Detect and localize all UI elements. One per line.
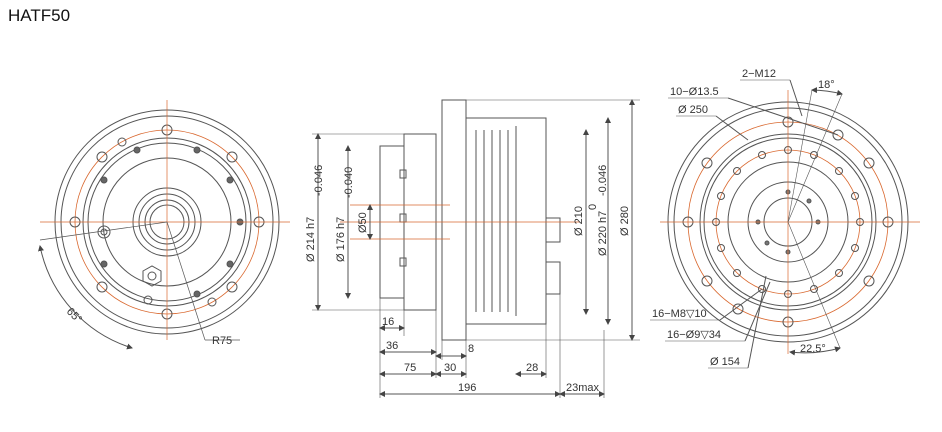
dia-214-tol: -0.046: [313, 165, 325, 196]
right-view: [650, 79, 920, 369]
dia-280-label: Ø 280: [619, 206, 631, 236]
dia-220-label: Ø 220 h7: [597, 211, 609, 256]
dim-8-label: 8: [468, 343, 474, 355]
dia-176-tol: -0.040: [343, 167, 355, 198]
dia-220-tol: -0.046: [597, 165, 609, 196]
dim-16-label: 16: [382, 316, 394, 328]
drawing-title: HATF50: [8, 6, 71, 25]
dia-154-label: Ø 154: [710, 356, 740, 368]
angle-22-label: 22.5°: [800, 343, 826, 355]
dia-210-label: Ø 210: [573, 206, 585, 236]
dim-75-label: 75: [404, 362, 416, 374]
angle-18-label: 18°: [818, 79, 835, 91]
dim-28-label: 28: [526, 362, 538, 374]
side-vertical-labels: Ø 214 h7 -0.046 Ø 176 h7 -0.040 Ø50 Ø 21…: [305, 165, 631, 262]
left-view: [38, 100, 290, 350]
dim-30-label: 30: [444, 362, 456, 374]
holes-16-label: 16−Ø9▽34: [667, 329, 721, 341]
dia-176-label: Ø 176 h7: [335, 217, 347, 262]
dim-196-label: 196: [458, 382, 476, 394]
dia-214-label: Ø 214 h7: [305, 217, 317, 262]
left-radius-label: R75: [212, 335, 232, 347]
dia-50-label: Ø50: [357, 212, 369, 233]
dia-250-label: Ø 250: [678, 104, 708, 116]
right-labels: 10−Ø13.5 2−M12 18° Ø 250 16−M8▽10 16−Ø9▽…: [652, 68, 835, 368]
left-angle-label: 65°: [64, 306, 84, 326]
holes-10-label: 10−Ø13.5: [670, 86, 719, 98]
dia-220-tol-top: 0: [587, 204, 599, 210]
dim-36-label: 36: [386, 340, 398, 352]
m12-label: 2−M12: [742, 68, 776, 80]
side-horizontal-labels: 16 36 8 75 30 28 196 23max: [382, 316, 600, 394]
m8-label: 16−M8▽10: [652, 308, 707, 320]
right-center-holes: [755, 189, 821, 255]
side-view: [312, 99, 640, 398]
dim-23-label: 23max: [566, 382, 600, 394]
